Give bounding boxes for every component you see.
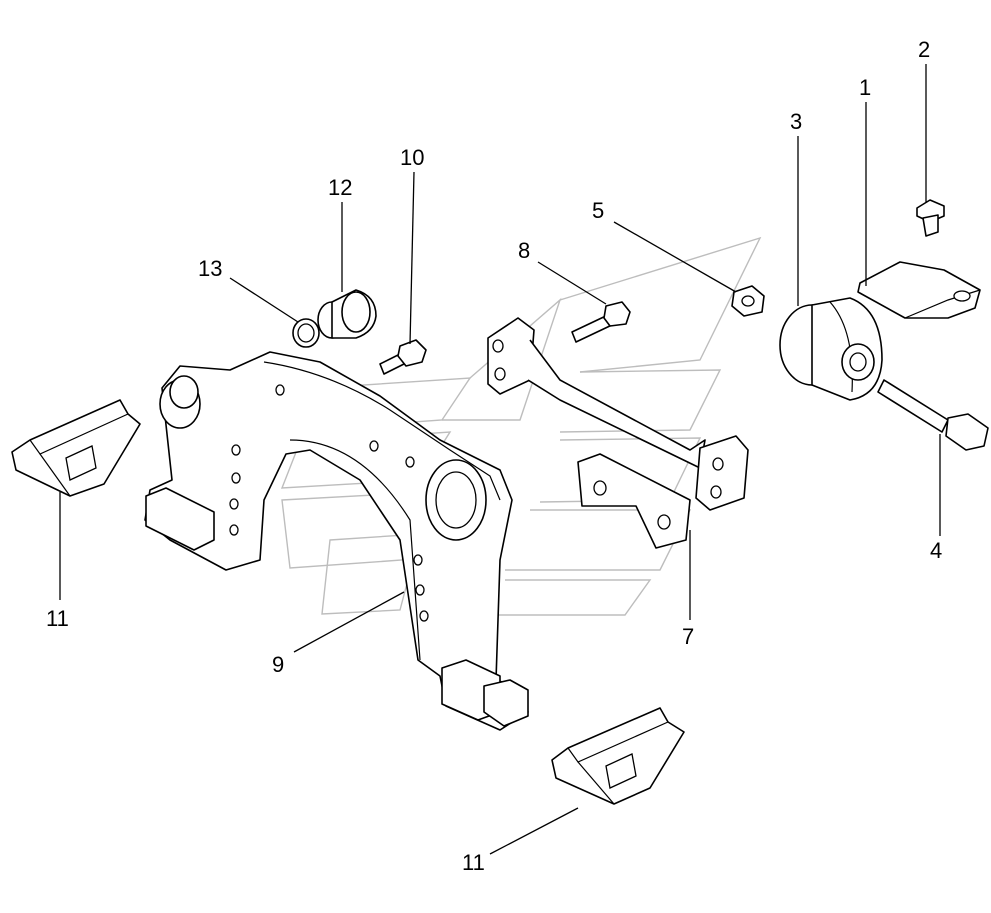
part-10-bolt [379,339,427,375]
leader-11b [489,807,579,855]
leader-9 [293,591,405,653]
part-9-support-arm [144,351,529,731]
leader-10 [409,171,415,345]
callout-2: 2 [918,37,930,62]
callout-1: 1 [859,75,871,100]
part-12-bushing [317,289,377,339]
part-11-wear-pad-bottom [551,707,685,805]
callout-3: 3 [790,109,802,134]
part-13-washer [292,318,320,348]
callout-11a: 11 [46,606,69,631]
leader-lines [59,64,941,855]
part-8-bolt [571,301,631,343]
callout-10: 10 [400,145,424,170]
callout-5: 5 [592,198,604,223]
callout-13: 13 [198,256,222,281]
part-7-frame-bracket [487,317,749,549]
part-4-long-bolt [877,379,989,451]
callout-9: 9 [272,652,284,677]
leader-8 [537,261,607,305]
callout-4: 4 [930,538,942,563]
callout-12: 12 [328,175,352,200]
part-3-rubber-mount [779,297,883,401]
callout-11b: 11 [462,850,485,875]
part-5-nut [731,285,765,317]
callout-8: 8 [518,238,530,263]
part-1-bracket-plate [857,261,981,319]
part-11-wear-pad-left [11,399,141,497]
leader-5 [613,221,737,293]
callout-labels: 1 2 3 4 5 7 8 9 10 11 11 12 13 [46,37,942,875]
callout-7: 7 [682,624,694,649]
leader-13 [229,277,299,323]
part-2-small-bolt [916,199,945,237]
